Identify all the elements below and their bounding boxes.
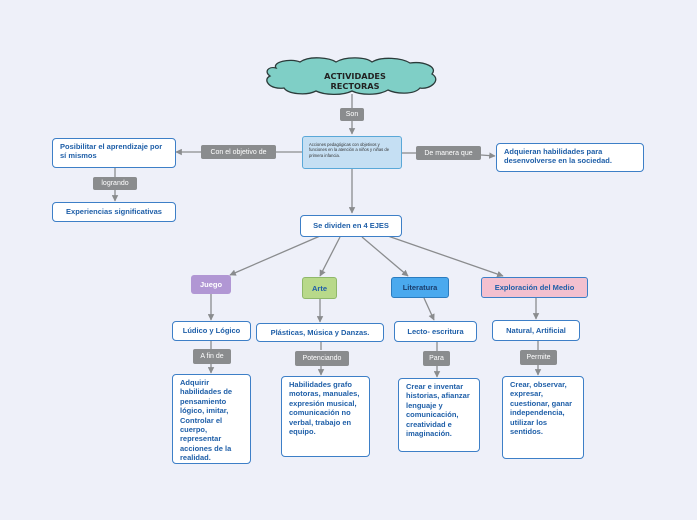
connector-potenciando: Potenciando xyxy=(295,351,349,366)
category-exploracion[interactable]: Exploración del Medio xyxy=(481,277,588,298)
detail-literatura[interactable]: Crear e inventar historias, afianzar len… xyxy=(398,378,480,452)
node-habilidades[interactable]: Adquieran habilidades para desenvolverse… xyxy=(496,143,644,172)
connector-logrando: logrando xyxy=(93,177,137,190)
core-node[interactable]: Acciones pedagógicas con objetivos y fun… xyxy=(302,136,402,169)
connector-permite: Permite xyxy=(520,350,557,365)
connector-manera: De manera que xyxy=(416,146,481,160)
connector-para: Para xyxy=(423,351,450,366)
root-cloud xyxy=(266,57,437,96)
sub-literatura[interactable]: Lecto- escritura xyxy=(394,321,477,342)
category-arte[interactable]: Arte xyxy=(302,277,337,299)
node-ejes[interactable]: Se dividen en 4 EJES xyxy=(300,215,402,237)
node-experiencias[interactable]: Experiencias significativas xyxy=(52,202,176,222)
connector-a-fin-de: A fin de xyxy=(193,349,231,364)
category-literatura[interactable]: Literatura xyxy=(391,277,449,298)
node-aprendizaje[interactable]: Posibilitar el aprendizaje por sí mismos xyxy=(52,138,176,168)
detail-arte[interactable]: Habilidades grafo motoras, manuales, exp… xyxy=(281,376,370,457)
connector-objetivo: Con el objetivo de xyxy=(201,145,276,159)
root-title[interactable]: ACTIVIDADES RECTORAS xyxy=(324,71,386,91)
sub-juego[interactable]: Lúdico y Lógico xyxy=(172,321,251,341)
connector-son: Son xyxy=(340,108,364,121)
sub-arte[interactable]: Plásticas, Música y Danzas. xyxy=(256,323,384,342)
category-juego[interactable]: Juego xyxy=(191,275,231,294)
detail-juego[interactable]: Adquirir habilidades de pensamiento lógi… xyxy=(172,374,251,464)
sub-exploracion[interactable]: Natural, Artificial xyxy=(492,320,580,341)
detail-exploracion[interactable]: Crear, observar, expresar, cuestionar, g… xyxy=(502,376,584,459)
